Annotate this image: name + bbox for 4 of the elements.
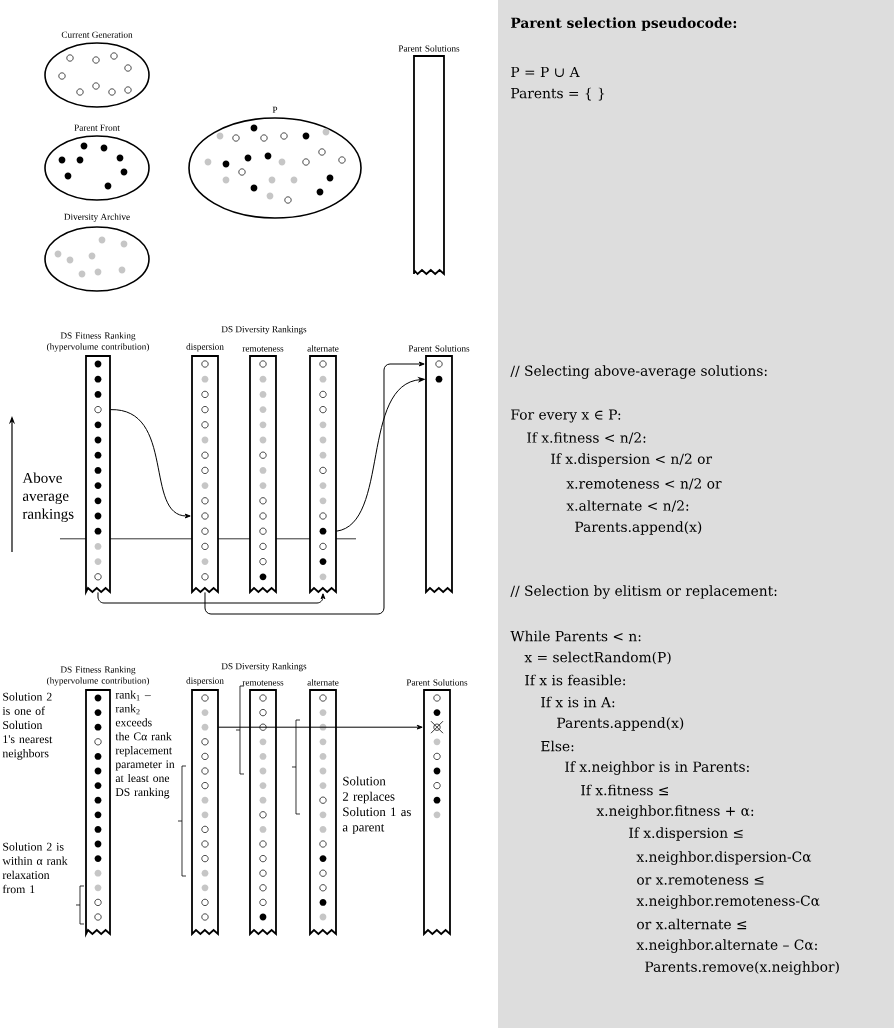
arrow xyxy=(109,409,191,519)
arrow xyxy=(217,724,423,730)
arrow xyxy=(335,377,425,532)
arrow xyxy=(204,361,425,615)
